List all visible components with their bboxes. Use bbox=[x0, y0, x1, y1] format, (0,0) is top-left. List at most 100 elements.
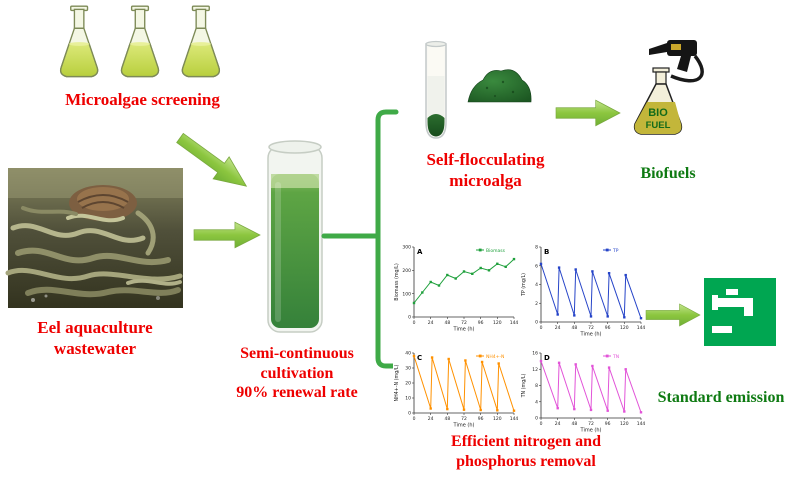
svg-text:Biomass: Biomass bbox=[486, 248, 506, 254]
self-flocculating-label-line2: microalga bbox=[449, 170, 522, 190]
svg-text:0: 0 bbox=[408, 411, 411, 417]
svg-text:72: 72 bbox=[461, 320, 467, 326]
svg-text:120: 120 bbox=[620, 325, 629, 331]
svg-text:C: C bbox=[417, 354, 422, 362]
settling-tube-illustration bbox=[418, 40, 454, 144]
pump-text-bio: BIO bbox=[648, 107, 668, 119]
arrow-screening-to-cultivation-icon bbox=[171, 125, 256, 199]
svg-text:0: 0 bbox=[535, 320, 538, 326]
svg-text:20: 20 bbox=[405, 381, 411, 387]
svg-text:4: 4 bbox=[535, 282, 538, 288]
nutrient-removal-label: Efficient nitrogen and phosphorus remova… bbox=[402, 432, 650, 471]
svg-text:144: 144 bbox=[637, 325, 646, 331]
svg-text:72: 72 bbox=[461, 416, 467, 422]
svg-text:144: 144 bbox=[510, 416, 519, 422]
svg-text:10: 10 bbox=[405, 396, 411, 402]
algae-powder-illustration bbox=[465, 58, 535, 106]
faucet-icon bbox=[712, 289, 753, 333]
cultivation-label-line2: cultivation bbox=[260, 364, 334, 382]
microalgae-screening-label: Microalgae screening bbox=[65, 90, 220, 109]
svg-text:0: 0 bbox=[413, 320, 416, 326]
svg-text:120: 120 bbox=[493, 416, 502, 422]
nutrient-removal-label-line1: Efficient nitrogen and bbox=[451, 433, 601, 450]
svg-text:144: 144 bbox=[510, 320, 519, 326]
cultivation-column-illustration bbox=[266, 138, 324, 336]
self-flocculating-label: Self-flocculating microalga bbox=[398, 150, 573, 191]
svg-text:D: D bbox=[544, 354, 550, 362]
svg-text:48: 48 bbox=[571, 421, 577, 427]
pump-text-fuel: FUEL bbox=[646, 120, 671, 131]
cultivation-label-line3: 90% renewal rate bbox=[236, 384, 358, 402]
svg-text:24: 24 bbox=[428, 416, 434, 422]
svg-text:Time (h): Time (h) bbox=[580, 428, 602, 434]
svg-text:48: 48 bbox=[444, 416, 450, 422]
svg-text:8: 8 bbox=[535, 245, 538, 251]
svg-text:96: 96 bbox=[478, 416, 484, 422]
svg-text:72: 72 bbox=[588, 325, 594, 331]
svg-text:2: 2 bbox=[535, 301, 538, 307]
svg-text:144: 144 bbox=[637, 421, 646, 427]
svg-text:100: 100 bbox=[402, 291, 411, 297]
nutrient-removal-label-line2: phosphorus removal bbox=[456, 452, 596, 470]
svg-text:Time (h): Time (h) bbox=[453, 423, 475, 429]
svg-text:30: 30 bbox=[405, 366, 411, 372]
svg-text:24: 24 bbox=[555, 325, 561, 331]
standard-emission-label: Standard emission bbox=[657, 389, 785, 406]
svg-text:24: 24 bbox=[428, 320, 434, 326]
svg-text:NH4+-N (mg/L): NH4+-N (mg/L) bbox=[394, 364, 400, 401]
svg-text:96: 96 bbox=[478, 320, 484, 326]
svg-text:0: 0 bbox=[413, 416, 416, 422]
svg-text:A: A bbox=[417, 248, 423, 256]
svg-text:72: 72 bbox=[588, 421, 594, 427]
eel-label-line2: wastewater bbox=[53, 338, 137, 358]
svg-text:48: 48 bbox=[444, 320, 450, 326]
svg-text:120: 120 bbox=[493, 320, 502, 326]
cultivation-label-line1: Semi-continuous bbox=[240, 345, 354, 362]
svg-text:48: 48 bbox=[571, 325, 577, 331]
svg-text:200: 200 bbox=[402, 268, 411, 274]
svg-text:96: 96 bbox=[605, 421, 611, 427]
branch-bracket bbox=[320, 98, 410, 382]
eel-label-line1: Eel aquaculture bbox=[37, 318, 153, 337]
svg-text:40: 40 bbox=[405, 351, 411, 357]
cultivation-label: Semi-continuous cultivation 90% renewal … bbox=[212, 344, 382, 403]
eel-wastewater-photo bbox=[5, 168, 183, 308]
svg-text:TP (mg/L): TP (mg/L) bbox=[521, 273, 527, 297]
standard-emission-icon bbox=[704, 278, 776, 346]
svg-text:24: 24 bbox=[555, 421, 561, 427]
self-flocculating-label-line1: Self-flocculating bbox=[426, 150, 545, 169]
svg-text:8: 8 bbox=[535, 383, 538, 389]
svg-text:120: 120 bbox=[620, 421, 629, 427]
svg-text:Time (h): Time (h) bbox=[453, 327, 475, 333]
svg-text:Time (h): Time (h) bbox=[580, 332, 602, 338]
svg-text:0: 0 bbox=[540, 421, 543, 427]
biofuel-pump-icon: BIO FUEL bbox=[625, 36, 710, 148]
svg-text:TP: TP bbox=[612, 248, 619, 254]
svg-text:TN (mg/L): TN (mg/L) bbox=[521, 373, 527, 398]
svg-text:0: 0 bbox=[540, 325, 543, 331]
svg-text:12: 12 bbox=[532, 367, 538, 373]
screening-flasks-illustration bbox=[55, 5, 225, 82]
biofuels-label: Biofuels bbox=[640, 165, 696, 182]
eel-wastewater-label: Eel aquaculture wastewater bbox=[0, 318, 190, 359]
svg-text:4: 4 bbox=[535, 399, 538, 405]
svg-text:0: 0 bbox=[535, 416, 538, 422]
svg-text:300: 300 bbox=[402, 245, 411, 251]
svg-text:TN: TN bbox=[612, 354, 619, 360]
arrow-wastewater-to-cultivation-icon bbox=[193, 220, 261, 250]
svg-text:0: 0 bbox=[408, 315, 411, 321]
svg-text:6: 6 bbox=[535, 263, 538, 269]
svg-text:B: B bbox=[544, 248, 549, 256]
svg-text:Biomass (mg/L): Biomass (mg/L) bbox=[394, 263, 400, 301]
svg-text:NH4+-N: NH4+-N bbox=[486, 354, 504, 360]
svg-text:96: 96 bbox=[605, 325, 611, 331]
arrow-removal-to-emission-icon bbox=[645, 302, 701, 328]
flask-icon bbox=[59, 5, 221, 78]
arrow-microalga-to-biofuels-icon bbox=[555, 98, 621, 128]
